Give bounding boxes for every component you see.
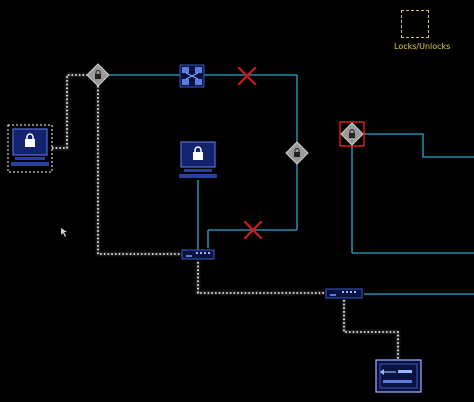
router-port-2	[200, 252, 202, 254]
lock-icon	[349, 129, 355, 138]
hub-pc-4	[195, 79, 202, 85]
router-port-2	[346, 291, 348, 293]
lock-gate-2[interactable]	[285, 141, 309, 165]
router-node-2[interactable]	[325, 288, 363, 299]
lock-gate-3[interactable]	[339, 121, 365, 147]
router-port-3	[204, 252, 206, 254]
router-icon	[325, 288, 363, 299]
router-node-1[interactable]	[181, 249, 215, 260]
router-port-4	[354, 291, 356, 293]
server-panel	[379, 363, 418, 389]
active-path-gate1-router	[97, 86, 182, 255]
router-port-1	[196, 252, 198, 254]
lock-gate-1[interactable]	[86, 63, 110, 87]
legend-swatch	[401, 10, 429, 38]
terminal-computer-node[interactable]	[179, 141, 217, 178]
computer-lock-icon	[193, 146, 203, 160]
computer-base	[15, 157, 45, 160]
router-port-3	[350, 291, 352, 293]
hub-pc-3	[182, 79, 189, 85]
active-path-router-router2	[197, 262, 326, 294]
computer-lock-icon	[25, 133, 35, 147]
legend-label: Locks/Unlocks	[394, 42, 451, 51]
server-icon	[375, 359, 422, 393]
broken-link-bottom	[243, 220, 263, 240]
hub-pc-2	[195, 67, 202, 73]
router-port-1	[342, 291, 344, 293]
link-gate3-right	[364, 133, 474, 158]
lock-icon	[95, 70, 101, 79]
network-hub-node[interactable]	[179, 64, 205, 88]
terminal-keyboard	[179, 174, 217, 178]
router-led	[186, 255, 192, 257]
router-led	[330, 294, 336, 296]
router-port-4	[208, 252, 210, 254]
gate-selection-frame	[339, 121, 365, 147]
active-path-start	[52, 74, 87, 149]
server-node[interactable]	[375, 359, 422, 393]
broken-link-top	[237, 66, 257, 86]
hub-pc-1	[182, 67, 189, 73]
hub-wire-b	[185, 72, 199, 80]
router-icon	[181, 249, 215, 260]
server-arrow-head	[380, 369, 384, 375]
active-path-router2-server	[343, 300, 399, 360]
lock-icon	[294, 148, 300, 157]
terminal-base	[184, 169, 212, 172]
computer-keyboard	[11, 162, 49, 166]
start-computer-node[interactable]	[7, 124, 53, 173]
selection-frame	[7, 124, 53, 173]
mouse-cursor-icon	[61, 228, 67, 237]
server-slot-2	[383, 380, 412, 383]
server-slot-1	[398, 370, 412, 373]
